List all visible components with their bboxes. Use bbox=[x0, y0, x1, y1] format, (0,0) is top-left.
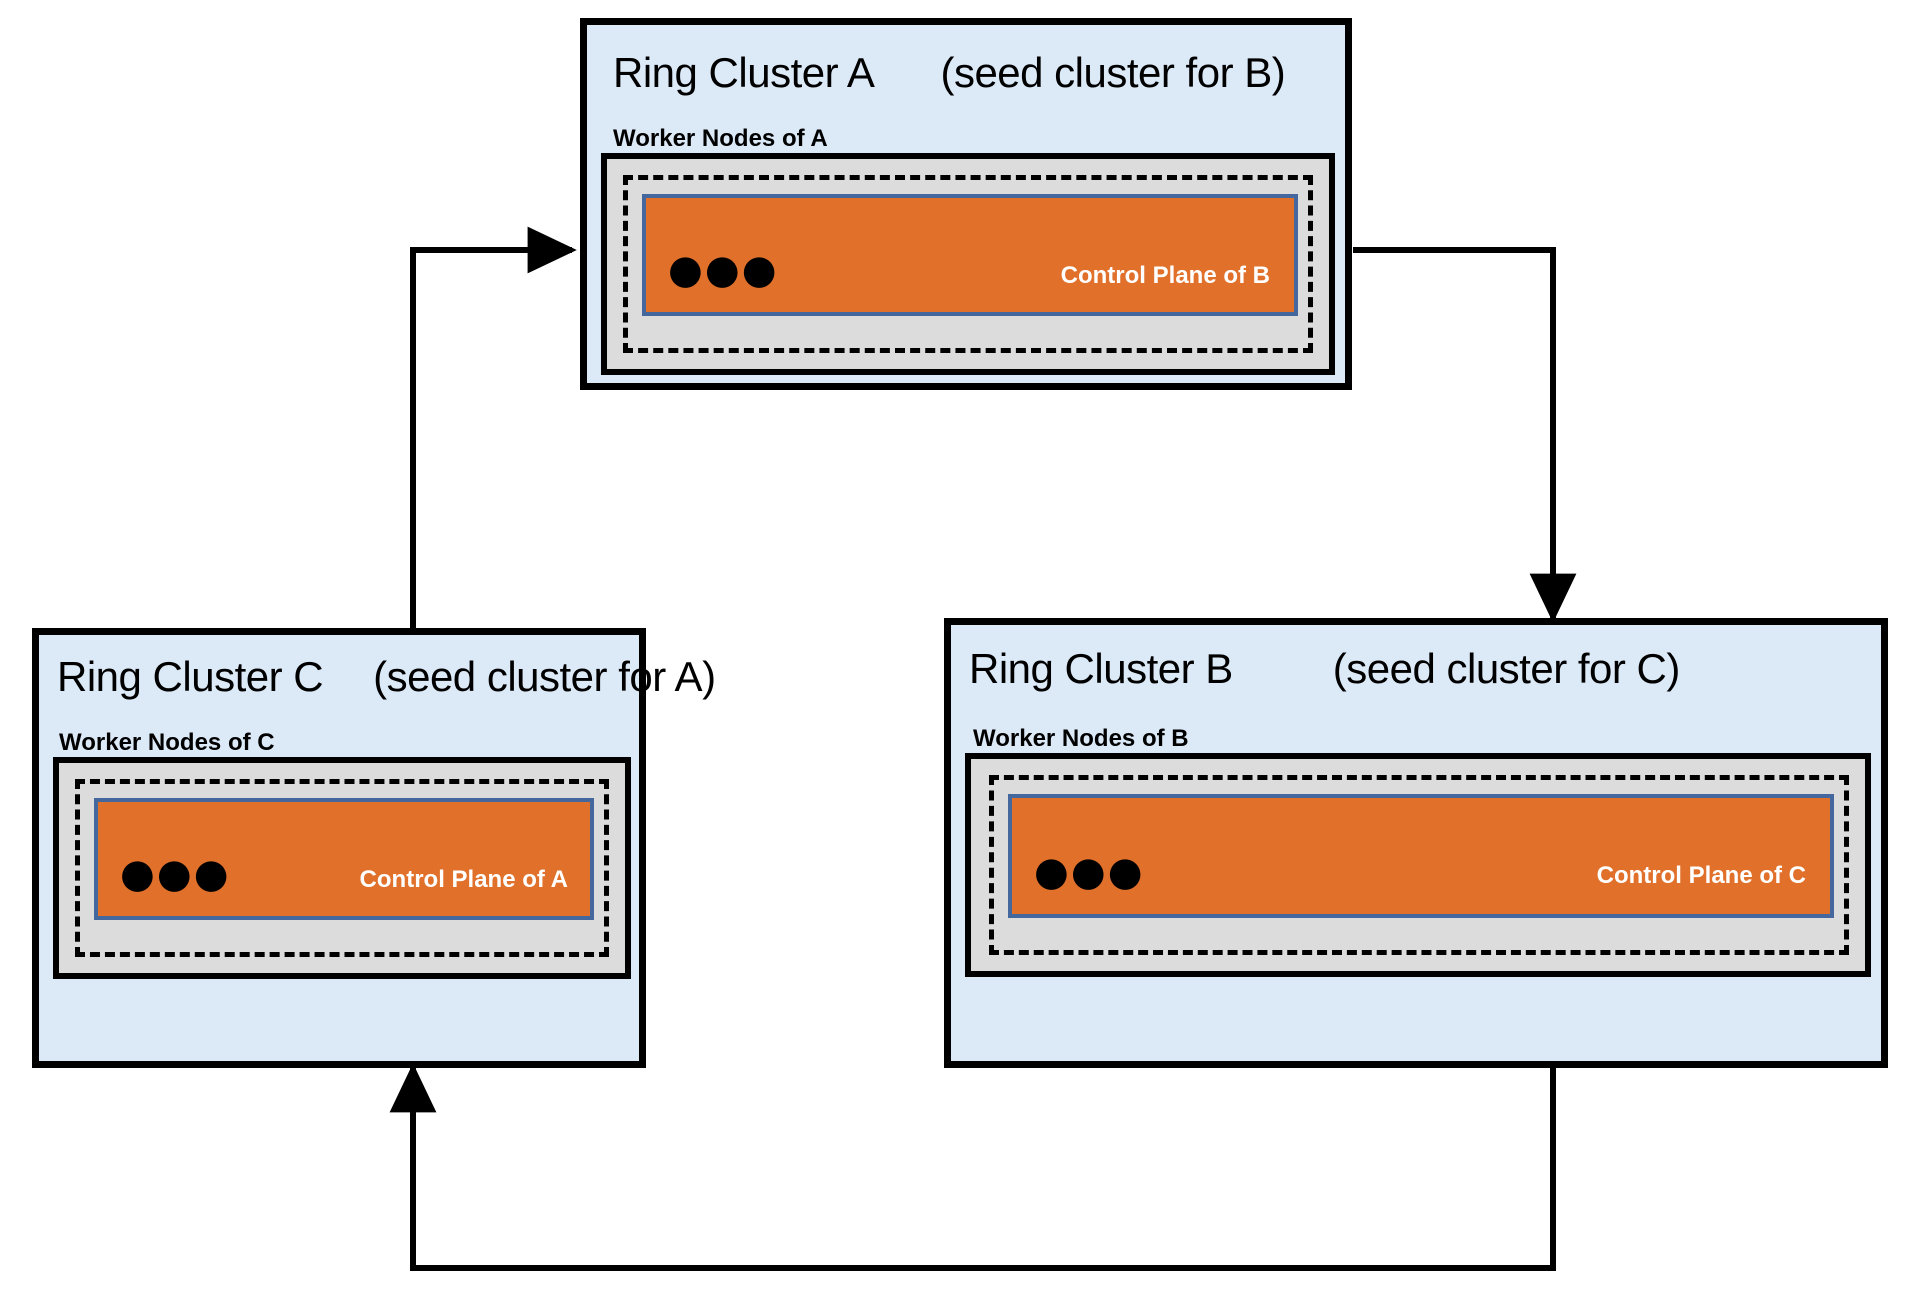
cluster-b-control-plane-label: Control Plane of C bbox=[1596, 862, 1806, 889]
cluster-b-seed: (seed cluster for C) bbox=[1332, 645, 1681, 692]
cluster-b-control-plane[interactable]: ●●● Control Plane of C bbox=[1008, 794, 1834, 918]
cluster-a-ellipsis-icon: ●●● bbox=[668, 247, 779, 293]
cluster-a-name: Ring Cluster A bbox=[613, 49, 875, 96]
cluster-b[interactable]: Ring Cluster B (seed cluster for C) Work… bbox=[944, 618, 1888, 1068]
cluster-c-seed: (seed cluster for A) bbox=[373, 653, 716, 700]
cluster-a-control-plane[interactable]: ●●● Control Plane of B bbox=[642, 194, 1298, 316]
cluster-b-ellipsis-icon: ●●● bbox=[1034, 849, 1145, 895]
cluster-a[interactable]: Ring Cluster A (seed cluster for B) Work… bbox=[580, 18, 1352, 390]
cluster-c-title: Ring Cluster C (seed cluster for A) bbox=[57, 653, 716, 701]
cluster-a-dashed-boundary: ●●● Control Plane of B bbox=[623, 175, 1313, 353]
arrow-a-to-b bbox=[1353, 247, 1577, 623]
cluster-c-control-plane-label: Control Plane of A bbox=[359, 866, 568, 893]
cluster-a-control-plane-label: Control Plane of B bbox=[1060, 262, 1270, 289]
cluster-c-worker-label: Worker Nodes of C bbox=[59, 729, 275, 756]
cluster-a-seed: (seed cluster for B) bbox=[940, 49, 1286, 96]
cluster-b-dashed-boundary: ●●● Control Plane of C bbox=[989, 775, 1849, 955]
cluster-b-name: Ring Cluster B bbox=[969, 645, 1233, 692]
cluster-a-worker-box[interactable]: ●●● Control Plane of B bbox=[601, 153, 1335, 375]
cluster-c-control-plane[interactable]: ●●● Control Plane of A bbox=[94, 798, 594, 920]
cluster-c[interactable]: Ring Cluster C (seed cluster for A) Work… bbox=[32, 628, 716, 1068]
cluster-c-ellipsis-icon: ●●● bbox=[120, 851, 231, 897]
cluster-b-title: Ring Cluster B (seed cluster for C) bbox=[969, 645, 1680, 693]
cluster-a-title: Ring Cluster A (seed cluster for B) bbox=[613, 49, 1286, 97]
cluster-c-name: Ring Cluster C bbox=[57, 653, 324, 700]
cluster-b-worker-label: Worker Nodes of B bbox=[973, 725, 1189, 752]
arrow-c-to-a bbox=[410, 226, 577, 630]
cluster-a-worker-label: Worker Nodes of A bbox=[613, 125, 828, 152]
cluster-c-dashed-boundary: ●●● Control Plane of A bbox=[75, 779, 609, 957]
arrow-b-to-c bbox=[389, 1063, 1556, 1271]
cluster-b-worker-box[interactable]: ●●● Control Plane of C bbox=[965, 753, 1871, 977]
cluster-c-worker-box[interactable]: ●●● Control Plane of A bbox=[53, 757, 631, 979]
